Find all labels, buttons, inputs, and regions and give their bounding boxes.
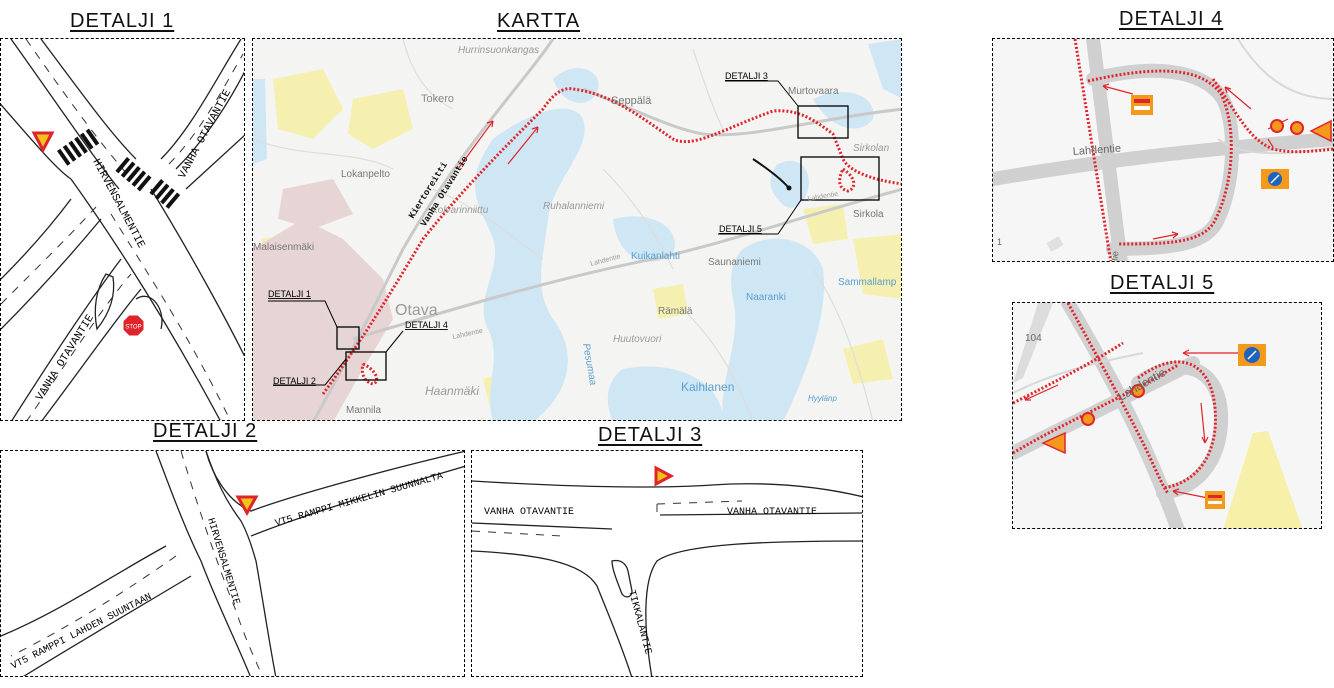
place-sirkola: Sirkola: [853, 209, 884, 220]
barrier-sign-icon: [1131, 95, 1153, 115]
place-seppala: Seppälä: [611, 95, 652, 107]
place-ruhalanniemi: Ruhalanniemi: [543, 201, 605, 212]
callout-detalji-4: DETALJI 4: [405, 320, 448, 330]
detalji-1-drawing: STOP HIRVENSALMENTIE VANHA OTAVANTIE VAN…: [1, 39, 244, 420]
title-detalji-1: DETALJI 1: [70, 10, 175, 32]
detail-box-1: [336, 326, 360, 350]
barrier-sign-icon: [1205, 491, 1225, 509]
direction-arrows-detail-5: [1024, 349, 1238, 499]
detalji-4-panel: Lahdentie 1 tie: [992, 38, 1334, 262]
title-detalji-2: DETALJI 2: [153, 420, 258, 442]
place-otava: Otava: [395, 302, 438, 319]
place-kuikanlahti: Kuikanlahti: [631, 251, 680, 262]
place-tokero: Tokero: [421, 93, 454, 105]
place-sirkolan: Sirkolan: [853, 143, 890, 154]
title-detalji-5: DETALJI 5: [1110, 272, 1215, 294]
yield-sign-icon: [654, 465, 675, 487]
detail-boxes: [336, 105, 880, 381]
detalji-4-drawing: Lahdentie 1 tie: [993, 39, 1333, 261]
place-ramala: Rämälä: [658, 306, 693, 317]
detail-box-3: [797, 105, 849, 139]
detalji-5-drawing: Lahdentie 104: [1013, 303, 1303, 528]
place-hyylanp: Hyylänp: [808, 394, 837, 403]
detalji-1-panel: STOP HIRVENSALMENTIE VANHA OTAVANTIE VAN…: [0, 38, 245, 421]
detour-route-detail-4: [1073, 39, 1333, 261]
road-number-label: 104: [1025, 333, 1042, 344]
place-saunaniemi: Saunaniemi: [708, 257, 761, 268]
roadwork-sign-icon: [1041, 431, 1066, 455]
title-detalji-4: DETALJI 4: [1119, 8, 1224, 30]
callout-detalji-5: DETALJI 5: [719, 224, 762, 234]
route-direction-arrows: [457, 120, 539, 170]
location-arrow-icon: [752, 158, 789, 188]
road-label-partial-d4: tie: [1109, 250, 1121, 261]
road-label-ramp-mikkeli: VT5 RAMPPI MIKKELIN SUUNNALTA: [274, 471, 444, 530]
road-label-hirvensalmentie-d2: HIRVENSALMENTIE: [204, 517, 241, 606]
place-malaisenmaki: Malaisenmäki: [253, 242, 314, 253]
place-sammallamp: Sammallamp: [838, 277, 897, 288]
place-haanmaki: Haanmäki: [425, 384, 479, 398]
yield-sign-icon: [235, 495, 259, 517]
detour-route-line: [321, 87, 901, 395]
kartta-map-panel: Hurrinsuonkangas Seppälä Murtovaara Sirk…: [252, 38, 902, 421]
detalji-2-drawing: HIRVENSALMENTIE VT5 RAMPPI MIKKELIN SUUN…: [1, 451, 464, 676]
speed-limit-sign-icon: [1270, 119, 1304, 135]
kartta-map-drawing: Hurrinsuonkangas Seppälä Murtovaara Sirk…: [253, 39, 901, 420]
road-label-lahdentie-d4: Lahdentie: [1072, 143, 1121, 158]
direction-sign-icon: [1261, 169, 1289, 189]
detail-box-2-4: [345, 351, 387, 381]
road-label-ramp-lahti: VT5 RAMPPI LAHDEN SUUNTAAN: [10, 592, 154, 673]
detail-box-5: [800, 156, 880, 201]
place-naaranki: Naaranki: [746, 292, 786, 303]
place-hurrinsuonkangas: Hurrinsuonkangas: [458, 45, 539, 56]
place-lokanpelto: Lokanpelto: [341, 169, 390, 180]
stop-sign-text: STOP: [125, 325, 141, 331]
detalji-2-panel: HIRVENSALMENTIE VT5 RAMPPI MIKKELIN SUUN…: [0, 450, 465, 677]
place-kaihlanen: Kaihlanen: [681, 380, 734, 394]
roadwork-sign-icon: [1309, 119, 1332, 143]
speed-limit-sign-icon: [1081, 384, 1145, 426]
title-kartta: KARTTA: [497, 10, 581, 32]
road-label-vanha-otavantie-top: VANHA OTAVANTIE: [177, 87, 234, 180]
detalji-3-drawing: VANHA OTAVANTIE VANHA OTAVANTIE TIKKALAN…: [472, 465, 862, 676]
place-mannila: Mannila: [346, 405, 381, 416]
crosswalk-markings: [57, 128, 181, 209]
urban-areas: [253, 179, 393, 420]
road-label-tikkalantie: TIKKALANTIE: [625, 589, 653, 656]
road-label-vanha-otavantie-right: VANHA OTAVANTIE: [727, 507, 817, 518]
detour-route-detail-5: [1013, 303, 1217, 495]
detalji-3-panel: VANHA OTAVANTIE VANHA OTAVANTIE TIKKALAN…: [471, 450, 863, 677]
detalji-5-panel: Lahdentie 104: [1012, 302, 1322, 529]
road-label-vanha-otavantie-left: VANHA OTAVANTIE: [484, 507, 574, 518]
km-marker-label: 1: [997, 237, 1002, 247]
water-areas: [253, 39, 901, 420]
place-kolvarinniittu: Kolvarinniittu: [431, 205, 489, 216]
title-detalji-3: DETALJI 3: [598, 424, 703, 446]
place-murtovaara: Murtovaara: [788, 86, 839, 97]
direction-arrows-detail-4: [1102, 83, 1289, 240]
callout-detalji-1: DETALJI 1: [268, 289, 311, 299]
yield-sign-icon: [31, 131, 55, 154]
stop-sign-icon: STOP: [122, 314, 145, 337]
place-huutovuori: Huutovuori: [613, 334, 662, 345]
callout-detalji-2: DETALJI 2: [273, 376, 316, 386]
direction-sign-icon: [1238, 344, 1266, 366]
callout-detalji-3: DETALJI 3: [725, 71, 768, 81]
